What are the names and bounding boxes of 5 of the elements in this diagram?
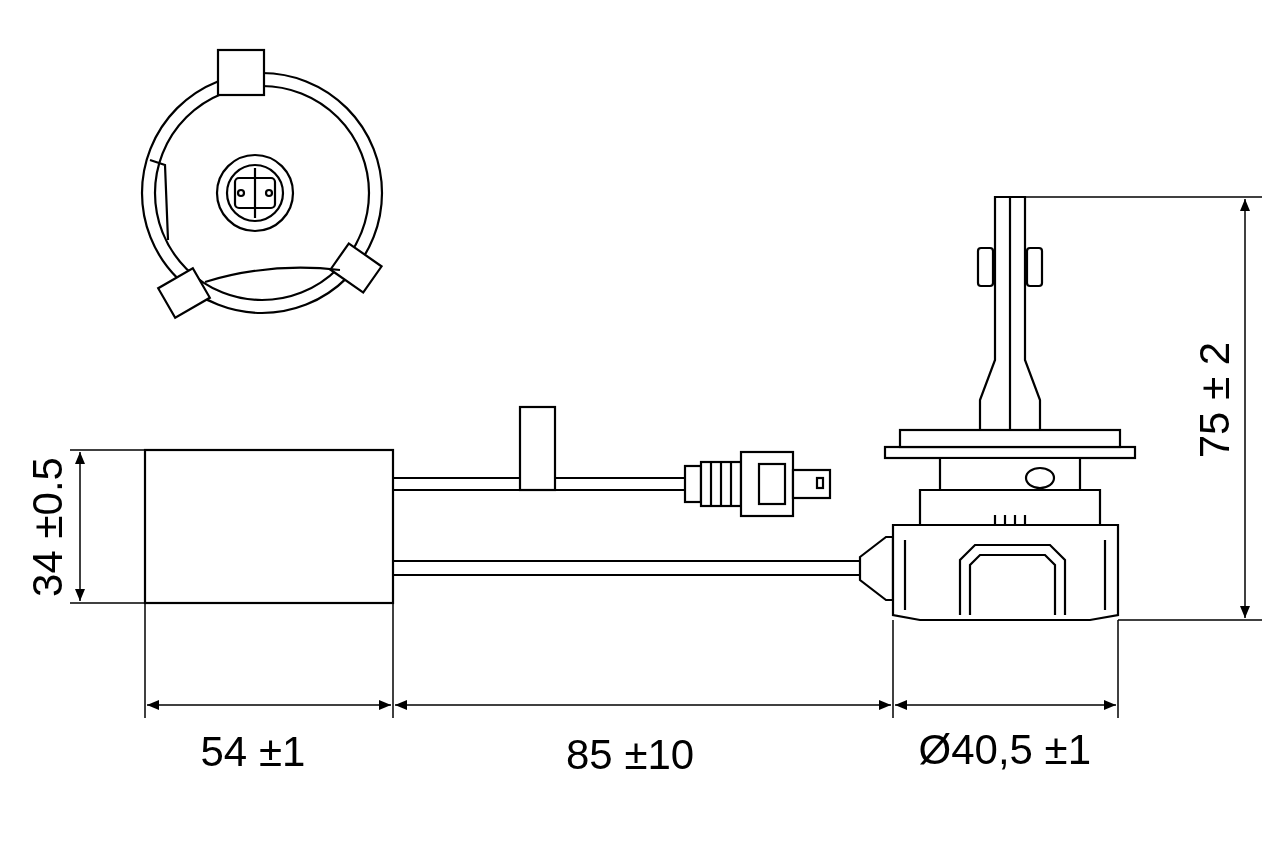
- dimension-label: 75 ± 2: [1194, 341, 1237, 459]
- dimension-label: Ø40,5 ±1: [918, 729, 1091, 771]
- dimension-label: 85 ±10: [566, 734, 695, 776]
- dimension-label: 54 ±1: [200, 731, 306, 773]
- dimension-label: 34 ±0.5: [26, 457, 69, 597]
